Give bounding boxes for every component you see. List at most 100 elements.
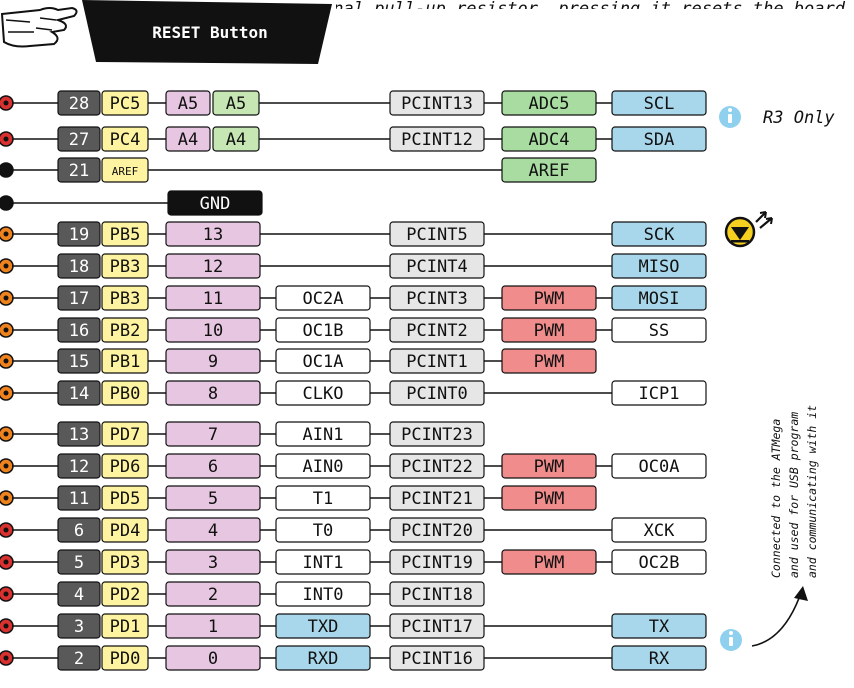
- arduino-pin-label: 9: [208, 352, 218, 372]
- pin-number-label: 12: [69, 457, 89, 477]
- function-label: PWM: [534, 289, 565, 309]
- function-label: ADC5: [529, 94, 570, 114]
- port-label: PD0: [110, 649, 141, 669]
- pin-header-dot-center: [3, 390, 9, 396]
- arduino-pin-box: [165, 90, 211, 116]
- pin-number-label: 5: [74, 553, 84, 573]
- comm-label: MOSI: [639, 289, 680, 309]
- pin-number-box: [57, 581, 101, 607]
- pin-header-dot-center: [3, 527, 9, 533]
- pin-number-label: 4: [74, 585, 84, 605]
- pin-number-label: 2: [74, 649, 84, 669]
- port-label: AREF: [112, 165, 139, 178]
- port-label: PC4: [110, 130, 141, 150]
- comm-label: ICP1: [639, 384, 680, 404]
- pin-number-label: 18: [69, 257, 89, 277]
- alt-function-label: INT1: [303, 553, 344, 573]
- arduino-pin-label: 6: [208, 457, 218, 477]
- pcint-label: PCINT19: [401, 553, 473, 573]
- alt-function-label: T0: [313, 521, 333, 541]
- pin-number-box: [57, 157, 101, 183]
- info-icon: [719, 106, 741, 128]
- pin-header-dot-center: [3, 263, 9, 269]
- pin-number-label: 6: [74, 521, 84, 541]
- function-label: PWM: [534, 489, 565, 509]
- pin-number-box: [57, 453, 101, 479]
- pcint-label: PCINT2: [406, 321, 467, 341]
- arduino-pin-label: A5: [178, 94, 198, 114]
- usb-note-arrowhead: [794, 586, 808, 601]
- usb-note-line-3: and communicating with it: [805, 405, 819, 578]
- usb-note: Connected to the ATMega and used for USB…: [769, 405, 819, 578]
- arduino-pin-label: 2: [208, 585, 218, 605]
- function-label: AREF: [529, 161, 570, 181]
- arduino-pin-box: [165, 126, 211, 152]
- pin-number-box: [57, 380, 101, 406]
- gnd-box: [167, 190, 263, 216]
- comm-label: OC2B: [639, 553, 680, 573]
- comm-box: [611, 253, 707, 279]
- pin-header-dot-center: [3, 431, 9, 437]
- pin-number-box: [57, 485, 101, 511]
- comm-box: [611, 317, 707, 343]
- comm-label: TX: [649, 617, 670, 637]
- comm-label: SCL: [644, 94, 675, 114]
- pin-number-label: 27: [69, 130, 89, 150]
- port-label: PD2: [110, 585, 141, 605]
- pin-number-box: [57, 126, 101, 152]
- comm-label: SS: [649, 321, 669, 341]
- pin-header-dot-center: [3, 655, 9, 661]
- arduino-pin-label: 3: [208, 553, 218, 573]
- reset-button-banner[interactable]: RESET Button: [82, 0, 332, 64]
- pin-header-dot-center: [3, 358, 9, 364]
- comm-box: [611, 613, 707, 639]
- pin-number-label: 19: [69, 225, 89, 245]
- pcint-label: PCINT18: [401, 585, 473, 605]
- led-icon: [724, 211, 773, 248]
- pin-header-dot-center: [3, 463, 9, 469]
- pin-number-label: 21: [69, 161, 89, 181]
- pcint-box: [389, 421, 485, 447]
- pin-header-dot-center: [3, 136, 9, 142]
- arduino-pin-label: 11: [203, 289, 223, 309]
- pcint-label: PCINT4: [406, 257, 467, 277]
- pin-header-dot-center: [3, 623, 9, 629]
- port-label: PD6: [110, 457, 141, 477]
- comm-label: SDA: [644, 130, 675, 150]
- usb-note-line-1: Connected to the ATMega: [769, 419, 783, 578]
- pin-number-box: [57, 285, 101, 311]
- port-label: PB3: [110, 257, 141, 277]
- pcint-label: PCINT23: [401, 425, 473, 445]
- arduino-pin-label: 7: [208, 425, 218, 445]
- comm-box: [611, 285, 707, 311]
- usb-note-arrow: [751, 589, 803, 647]
- port-label: PB3: [110, 289, 141, 309]
- pin-number-box: [57, 549, 101, 575]
- r3-only-note: R3 Only: [719, 106, 835, 128]
- port-label: PB2: [110, 321, 141, 341]
- pin-number-box: [57, 221, 101, 247]
- function-label: PWM: [534, 457, 565, 477]
- pcint-box: [389, 581, 485, 607]
- pcint-label: PCINT16: [401, 649, 473, 669]
- port-label: PC5: [110, 94, 141, 114]
- pin-row: 21 AREF AREF: [0, 157, 597, 183]
- pin-number-label: 14: [69, 384, 89, 404]
- port-label: PD7: [110, 425, 141, 445]
- port-label: PB0: [110, 384, 141, 404]
- alt-function-label: RXD: [308, 649, 339, 669]
- pin-number-box: [57, 645, 101, 671]
- pin-number-box: [57, 90, 101, 116]
- top-note-text: ...connected to the ATMega's internal pu…: [0, 0, 846, 19]
- pin-header-dot-center: [3, 231, 9, 237]
- analog-pin-label: A4: [226, 130, 246, 150]
